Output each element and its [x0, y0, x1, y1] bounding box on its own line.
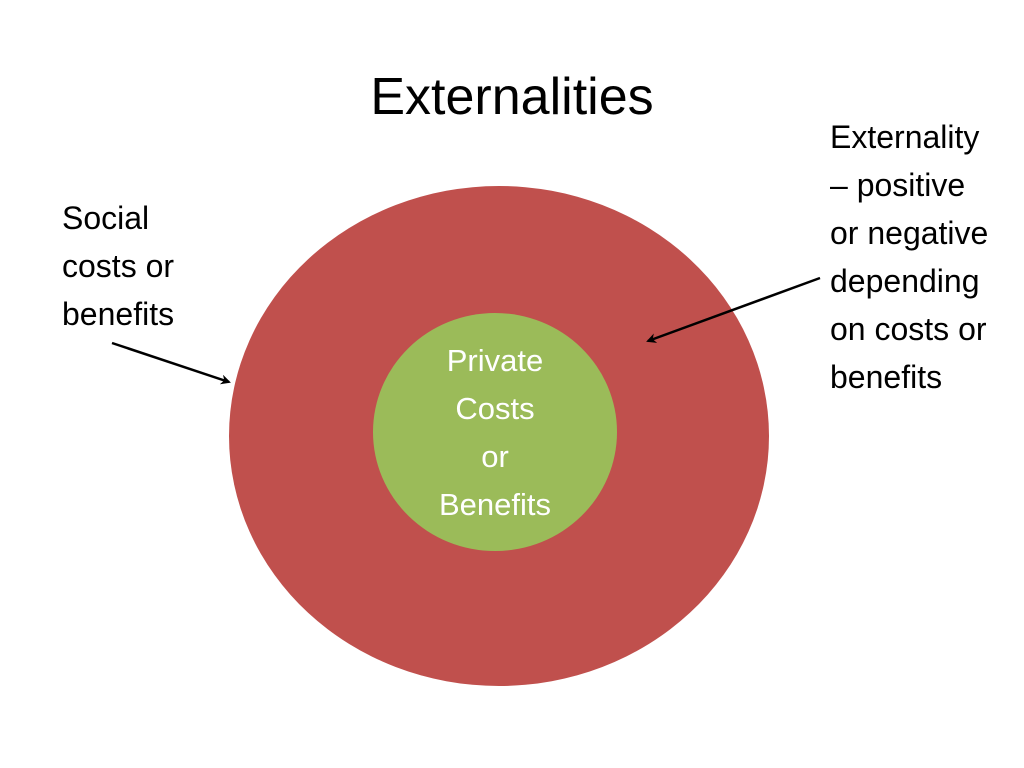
social-callout-line: Social — [62, 200, 150, 236]
private-costs-label-line: Benefits — [438, 487, 551, 522]
externality-callout-line: benefits — [830, 359, 943, 395]
social-callout-line: benefits — [62, 296, 175, 332]
externality-callout-line: Externality — [830, 119, 980, 155]
private-costs-label-line: Private — [446, 343, 544, 378]
private-costs-label-line: or — [481, 439, 509, 474]
externality-callout-line: or negative — [830, 215, 989, 251]
private-costs-label: Private Costs or Benefits — [373, 337, 617, 529]
private-costs-label-line: Costs — [455, 391, 535, 426]
externality-callout: Externality – positive or negative depen… — [830, 113, 988, 401]
externality-callout-arrow — [646, 276, 821, 343]
private-costs-circle — [373, 313, 617, 551]
slide-title: Externalities — [370, 68, 654, 126]
social-callout-arrow — [111, 341, 231, 385]
externality-callout-line: on costs or — [830, 311, 987, 347]
social-callout-line: costs or — [62, 248, 175, 284]
social-costs-callout: Social costs or benefits — [62, 194, 174, 338]
externality-callout-line: – positive — [830, 167, 966, 203]
externality-callout-line: depending — [830, 263, 980, 299]
